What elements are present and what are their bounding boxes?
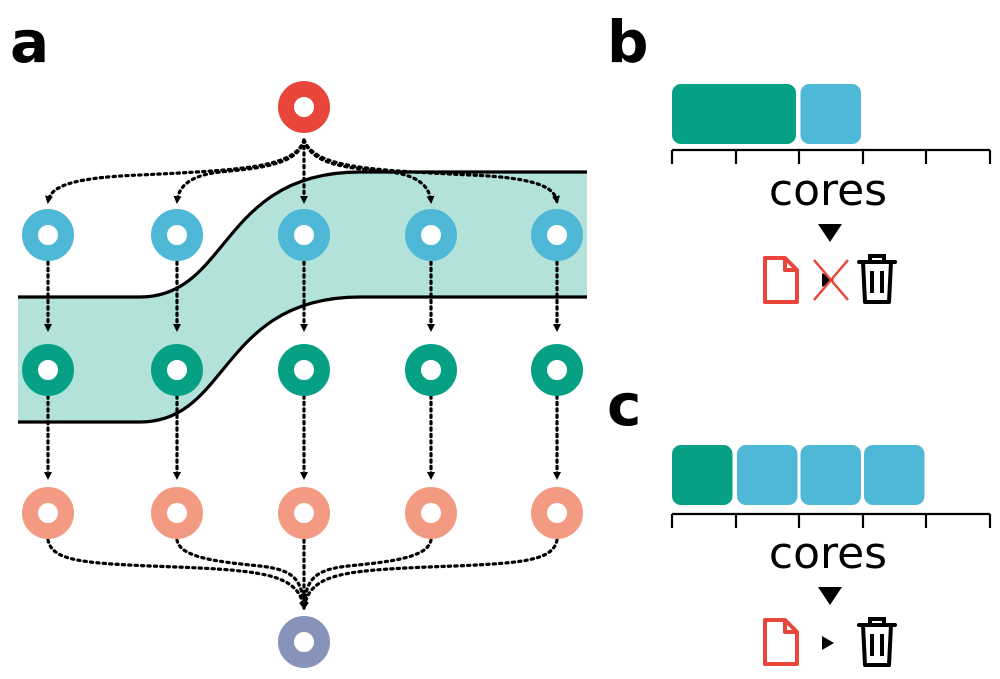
- stage3-node: [531, 487, 583, 539]
- band-lower-edge: [18, 295, 587, 424]
- stage3-node: [151, 487, 203, 539]
- sink-node: [278, 616, 330, 668]
- panel-c-letter: c: [607, 371, 641, 439]
- stage2-node: [531, 344, 583, 396]
- triangle-down-icon: [818, 224, 842, 242]
- triangle-down-icon: [818, 587, 842, 605]
- stage1-node: [531, 209, 583, 261]
- trash-icon: [857, 617, 897, 667]
- panel-a: a: [10, 8, 587, 668]
- stage2-node: [151, 344, 203, 396]
- cores-label-c: cores: [769, 528, 887, 579]
- stage2-node: [22, 344, 74, 396]
- core-block: [737, 445, 798, 505]
- play-arrow-icon: [822, 636, 834, 650]
- core-axis-b: [670, 148, 992, 164]
- source-node: [278, 81, 330, 133]
- stage1-node: [22, 209, 74, 261]
- play-arrow-icon: [822, 273, 834, 287]
- panel-b-letter: b: [607, 8, 649, 76]
- stage3-node: [405, 487, 457, 539]
- fan-out-edges: [45, 138, 560, 204]
- stage1-node: [405, 209, 457, 261]
- core-block: [672, 445, 733, 505]
- trash-icon: [857, 254, 897, 304]
- core-block: [864, 445, 925, 505]
- band-upper-edge: [18, 170, 587, 299]
- stage2-node: [278, 344, 330, 396]
- file-icon: [763, 618, 799, 666]
- core-block: [672, 84, 796, 144]
- core-block: [800, 445, 861, 505]
- nodes: [22, 81, 583, 668]
- cross-icon: [813, 259, 849, 301]
- stage2-node: [405, 344, 457, 396]
- stage1-node: [278, 209, 330, 261]
- stage3-node: [22, 487, 74, 539]
- panel-c: c cores: [607, 371, 992, 667]
- stage-edges: [44, 260, 561, 480]
- stage1-node: [151, 209, 203, 261]
- core-block: [800, 84, 861, 144]
- panel-b: b cores: [607, 8, 992, 304]
- cores-label-b: cores: [769, 165, 887, 216]
- file-icon: [763, 256, 799, 304]
- cores-bar-b: [672, 84, 861, 144]
- stage3-node: [278, 487, 330, 539]
- fan-in-edges: [46, 538, 559, 610]
- panel-a-letter: a: [10, 8, 49, 76]
- core-axis-c: [670, 512, 992, 528]
- cores-bar-c: [672, 445, 925, 505]
